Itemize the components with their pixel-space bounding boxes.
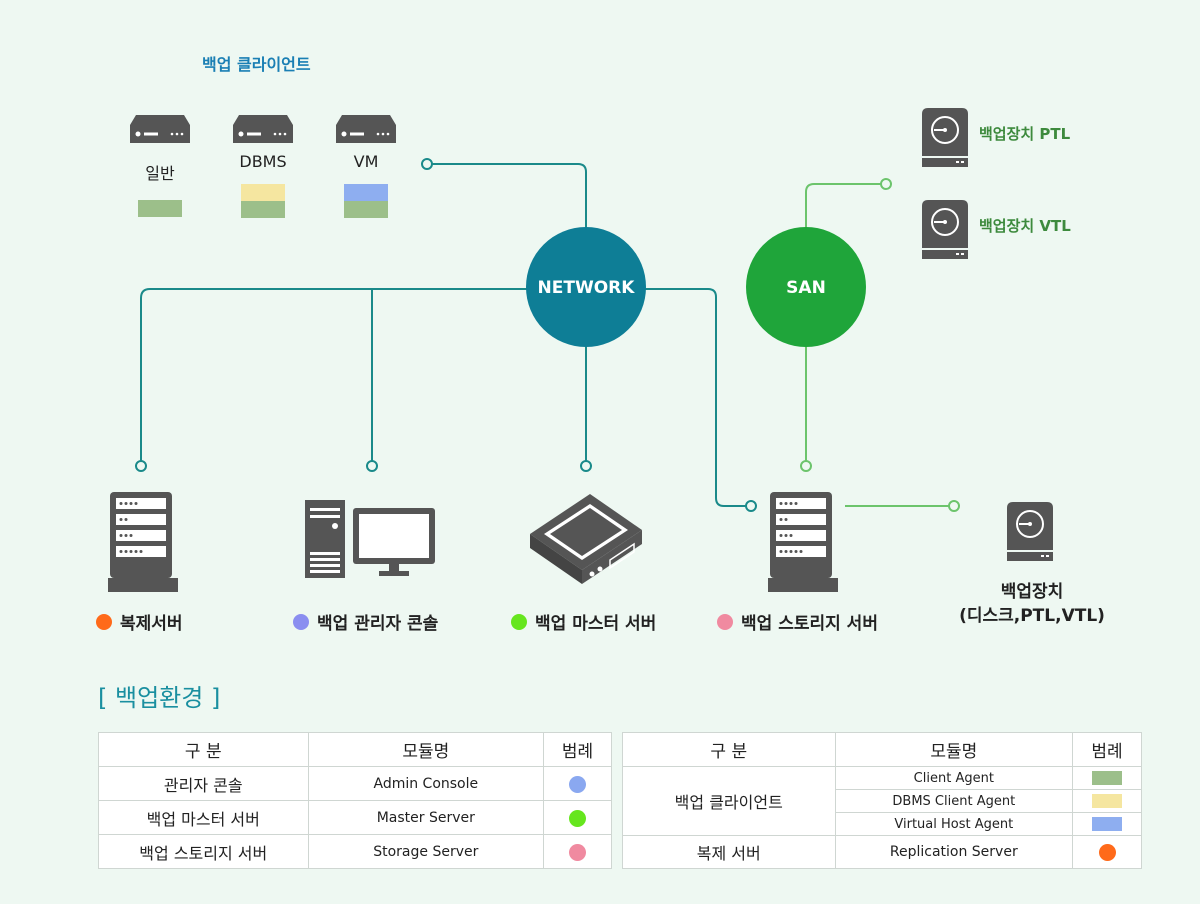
row-category: 백업 클라이언트 [622,766,836,836]
legend-dot [1098,844,1116,861]
backup-architecture-diagram [108,108,1053,592]
legend-swatch [1092,794,1123,808]
row-legend [1072,835,1142,869]
storage-device-icon [922,200,968,259]
device-ptl-label: 백업장치 PTL [979,125,1071,143]
rack-server-icon [233,115,293,143]
endpoint-dot [880,178,892,190]
endpoint-dot [135,460,147,472]
disk-storage-label: 백업장치 (디스크,PTL,VTL) [959,580,1105,628]
legend-swatch [1092,771,1123,785]
legend-swatch [1092,817,1123,831]
replication-server-icon [108,492,178,592]
row-category: 관리자 콘솔 [98,766,309,801]
san-hub [746,227,866,347]
storage-server-label: 백업 스토리지 서버 [717,609,878,634]
row-legend [543,834,612,869]
admin-console-dot [293,613,309,630]
network-hub [526,227,646,347]
disk-storage-label-line1: 백업장치 [1000,582,1064,602]
table-header-module: 모듈명 [307,732,545,767]
storage-server-text: 백업 스토리지 서버 [741,614,878,634]
table-row: 관리자 콘솔 Admin Console [98,766,612,801]
master-server-label: 백업 마스터 서버 [511,609,656,634]
client-general-swatch [138,200,182,217]
row-module: Replication Server [834,835,1074,869]
row-legend [543,800,612,835]
rack-server-icon [130,115,190,143]
rack-server-icon [336,115,396,143]
device-vtl-label: 백업장치 VTL [979,217,1071,235]
row-module: Client Agent [834,766,1074,790]
storage-server-icon [768,492,838,592]
row-module: Virtual Host Agent [834,812,1074,836]
row-category: 복제 서버 [622,835,836,869]
row-legend [1072,789,1142,813]
row-category: 백업 마스터 서버 [98,800,309,835]
row-category: 백업 스토리지 서버 [98,834,309,869]
endpoint-dot [366,460,378,472]
table-header-category: 구 분 [98,732,309,767]
row-legend [1072,766,1142,790]
endpoint-dot [800,460,812,472]
admin-console-text: 백업 관리자 콘솔 [317,614,439,634]
table-header-module: 모듈명 [834,732,1074,767]
row-legend [1072,812,1142,836]
table-header-legend: 범례 [1072,732,1142,767]
table-header-legend: 범례 [543,732,612,767]
network-hub-label: NETWORK [537,278,635,298]
table-header-category: 구 분 [622,732,836,767]
row-module: Storage Server [307,834,545,869]
replication-server-dot [96,613,112,630]
network-connection-lines [140,163,750,507]
disk-storage-label-line2: (디스크,PTL,VTL) [959,606,1105,626]
admin-console-icon [305,500,435,578]
client-dbms-swatch-bottom [241,201,285,218]
replication-server-text: 복제서버 [120,614,183,634]
master-server-icon [530,494,642,584]
legend-dot [569,809,587,827]
table-row: 복제 서버 Replication Server [622,835,1142,869]
endpoint-dot [580,460,592,472]
replication-server-label: 복제서버 [96,609,183,634]
master-server-text: 백업 마스터 서버 [535,614,657,634]
row-module: Master Server [307,800,545,835]
section-title: [ 백업환경 ] [98,684,221,712]
endpoint-dot [745,500,757,512]
module-table-right: 구 분 모듈명 범례 백업 클라이언트 Client Agent DBMS Cl… [622,732,1142,869]
legend-dot [569,775,587,793]
row-module: DBMS Client Agent [834,789,1074,813]
client-vm-swatch-top [344,184,388,201]
row-legend [543,766,612,801]
san-hub-label: SAN [786,278,826,298]
storage-device-icon [922,108,968,167]
storage-server-dot [717,613,733,630]
client-group-title: 백업 클라이언트 [202,55,311,74]
disk-storage-icon [1007,502,1053,561]
row-module: Admin Console [307,766,545,801]
client-vm-label: VM [353,152,379,171]
client-general-label: 일반 [145,164,175,183]
san-connection-lines [805,183,954,507]
table-row: 백업 마스터 서버 Master Server [98,800,612,835]
client-vm-swatch-bottom [344,201,388,218]
legend-dot [569,843,587,861]
endpoint-dot [421,158,433,170]
module-table-left: 구 분 모듈명 범례 관리자 콘솔 Admin Console 백업 마스터 서… [98,732,612,869]
endpoint-dot [948,500,960,512]
client-dbms-label: DBMS [239,152,287,171]
client-dbms-swatch-top [241,184,285,201]
master-server-dot [511,613,527,630]
table-row: 백업 스토리지 서버 Storage Server [98,834,612,869]
table-row: 백업 클라이언트 Client Agent [622,766,1142,836]
admin-console-label: 백업 관리자 콘솔 [293,609,438,634]
